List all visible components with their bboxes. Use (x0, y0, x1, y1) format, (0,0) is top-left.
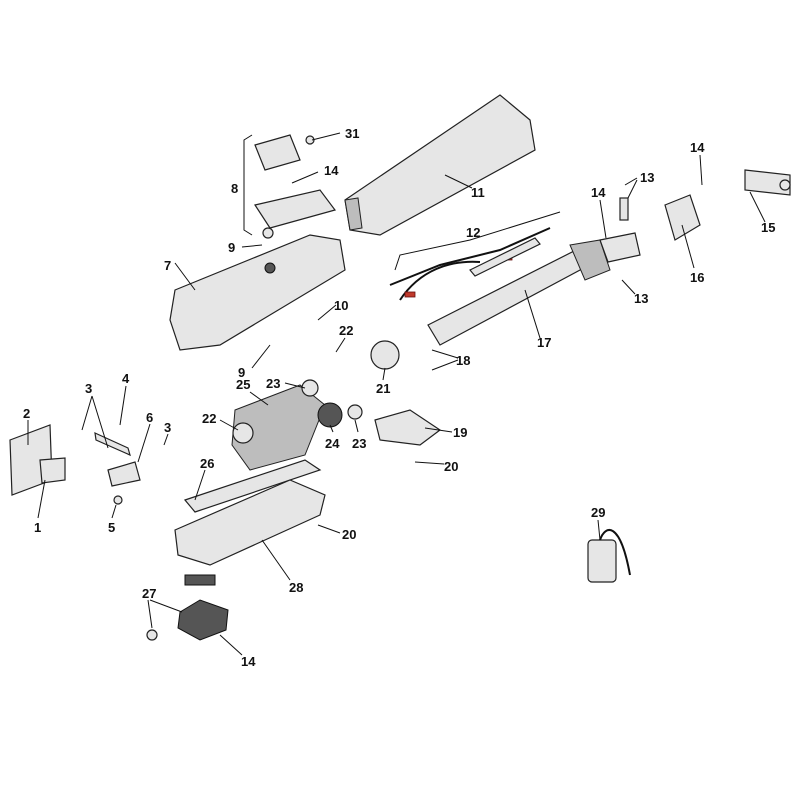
callout-2: 2 (23, 406, 30, 421)
callout-14: 14 (690, 140, 705, 155)
wiring-12 (389, 227, 551, 301)
actuator-tube-17 (427, 232, 641, 346)
callout-labels: 31 14 8 11 9 7 12 14 13 14 15 16 13 17 1… (23, 126, 775, 669)
callout-22: 22 (339, 323, 353, 338)
callout-27: 27 (142, 586, 156, 601)
capacitor-29 (587, 529, 631, 583)
callout-14: 14 (591, 185, 606, 200)
callout-3: 3 (164, 420, 171, 435)
callout-31: 31 (345, 126, 359, 141)
callout-13: 13 (634, 291, 648, 306)
callout-24: 24 (325, 436, 340, 451)
gasket-26 (183, 459, 322, 513)
callout-16: 16 (690, 270, 704, 285)
callout-14: 14 (324, 163, 339, 178)
callout-20: 20 (444, 459, 458, 474)
bracket-assembly-8 (254, 134, 337, 239)
callout-7: 7 (164, 258, 171, 273)
motor-25 (231, 340, 400, 471)
callout-23: 23 (352, 436, 366, 451)
callout-9: 9 (228, 240, 235, 255)
callout-6: 6 (146, 410, 153, 425)
callout-14: 14 (241, 654, 256, 669)
callout-21: 21 (376, 381, 390, 396)
callout-29: 29 (591, 505, 605, 520)
callout-15: 15 (761, 220, 775, 235)
cover-19 (374, 409, 442, 446)
callout-10: 10 (334, 298, 348, 313)
callout-4: 4 (122, 371, 130, 386)
callout-1: 1 (34, 520, 41, 535)
end-cap-16 (664, 194, 701, 241)
junction-box-27 (146, 574, 229, 641)
callout-8: 8 (231, 181, 238, 196)
bracket-15 (744, 169, 791, 196)
motor-cover-7 (169, 234, 346, 351)
callout-20: 20 (342, 527, 356, 542)
callout-13: 13 (640, 170, 654, 185)
callout-12: 12 (466, 225, 480, 240)
callout-11: 11 (471, 185, 485, 200)
callout-19: 19 (453, 425, 467, 440)
callout-23: 23 (266, 376, 280, 391)
callout-26: 26 (200, 456, 214, 471)
bracket-2 (9, 424, 66, 496)
callout-18: 18 (456, 353, 470, 368)
callout-5: 5 (108, 520, 115, 535)
callout-25: 25 (236, 377, 250, 392)
arm-cover-11 (344, 94, 536, 236)
base-28 (174, 479, 326, 566)
pin-4-and-bracket-6 (94, 432, 141, 505)
callout-3: 3 (85, 381, 92, 396)
callout-22: 22 (202, 411, 216, 426)
pin-13 (619, 197, 629, 221)
leader-lines (27, 132, 766, 656)
callout-9: 9 (238, 365, 245, 380)
callout-17: 17 (537, 335, 551, 350)
callout-28: 28 (289, 580, 303, 595)
